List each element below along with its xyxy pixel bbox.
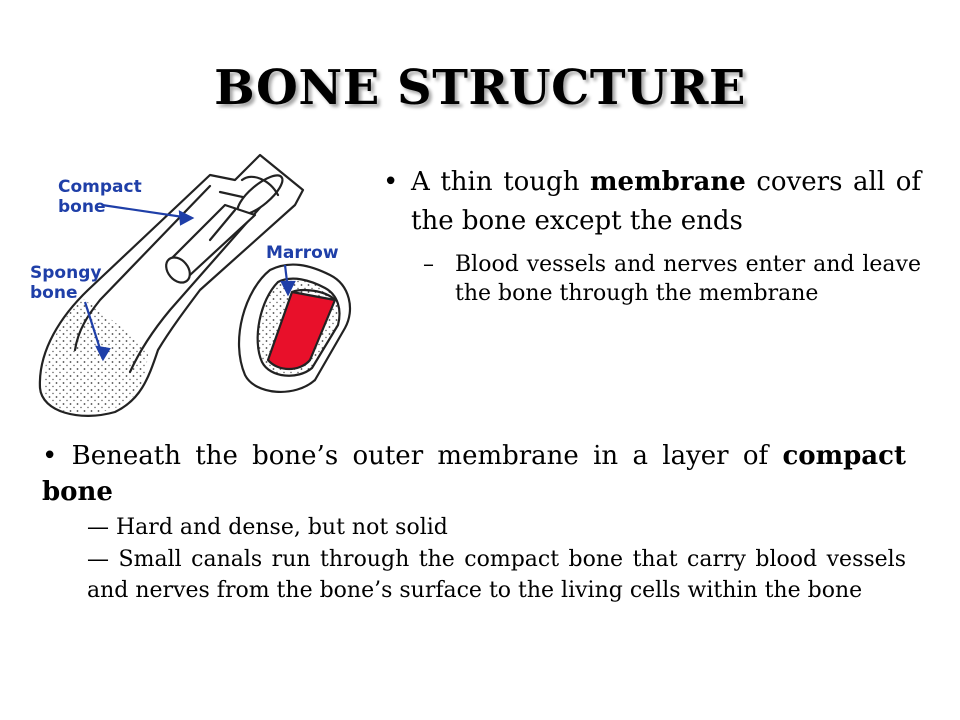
bullet-text: A thin tough membrane covers all of the … [411, 163, 921, 241]
text-run: Beneath the bone’s outer membrane in a l… [71, 441, 783, 471]
text-run: covers all of the bone except the ends [411, 167, 921, 236]
bullet-icon: • [42, 441, 72, 471]
dash-icon: — [87, 515, 109, 540]
spongy-bone-label-line1: Spongy [30, 263, 101, 283]
compact-bone-label-line1: Compact [58, 177, 142, 197]
sub-list-item: — Small canals run through the compact b… [87, 544, 906, 606]
bullet-icon: • [383, 167, 399, 197]
text-run: A thin tough [411, 167, 591, 197]
bottom-bullet-list: • Beneath the bone’s outer membrane in a… [42, 438, 906, 607]
spongy-bone-label-line2: bone [30, 283, 77, 303]
long-bone-illustration [38, 153, 305, 417]
marrow-label: Marrow [266, 243, 339, 263]
compact-bone-label-line2: bone [58, 197, 105, 217]
list-item: • A thin tough membrane covers all of th… [383, 163, 921, 241]
bone-structure-diagram: Compact bone Spongy bone Marrow [30, 153, 352, 417]
dash-icon: — [87, 547, 109, 572]
sub-list: — Hard and dense, but not solid — Small … [87, 512, 906, 606]
right-bullet-list: • A thin tough membrane covers all of th… [383, 163, 921, 308]
sub-list-item: – Blood vessels and nerves enter and lea… [423, 250, 921, 308]
bold-term: compact bone [42, 441, 906, 507]
sub-bullet-text: Blood vessels and nerves enter and leave… [455, 252, 921, 306]
list-item: • Beneath the bone’s outer membrane in a… [42, 438, 906, 510]
dash-icon: – [423, 252, 434, 277]
bold-term: membrane [590, 167, 746, 197]
slide-title: BONE STRUCTURE [214, 60, 746, 116]
sub-bullet-text: Small canals run through the compact bon… [87, 547, 907, 603]
sub-bullet-text: Hard and dense, but not solid [116, 515, 448, 540]
marrow-cross-section [237, 263, 352, 393]
sub-list-item: — Hard and dense, but not solid [87, 512, 906, 543]
